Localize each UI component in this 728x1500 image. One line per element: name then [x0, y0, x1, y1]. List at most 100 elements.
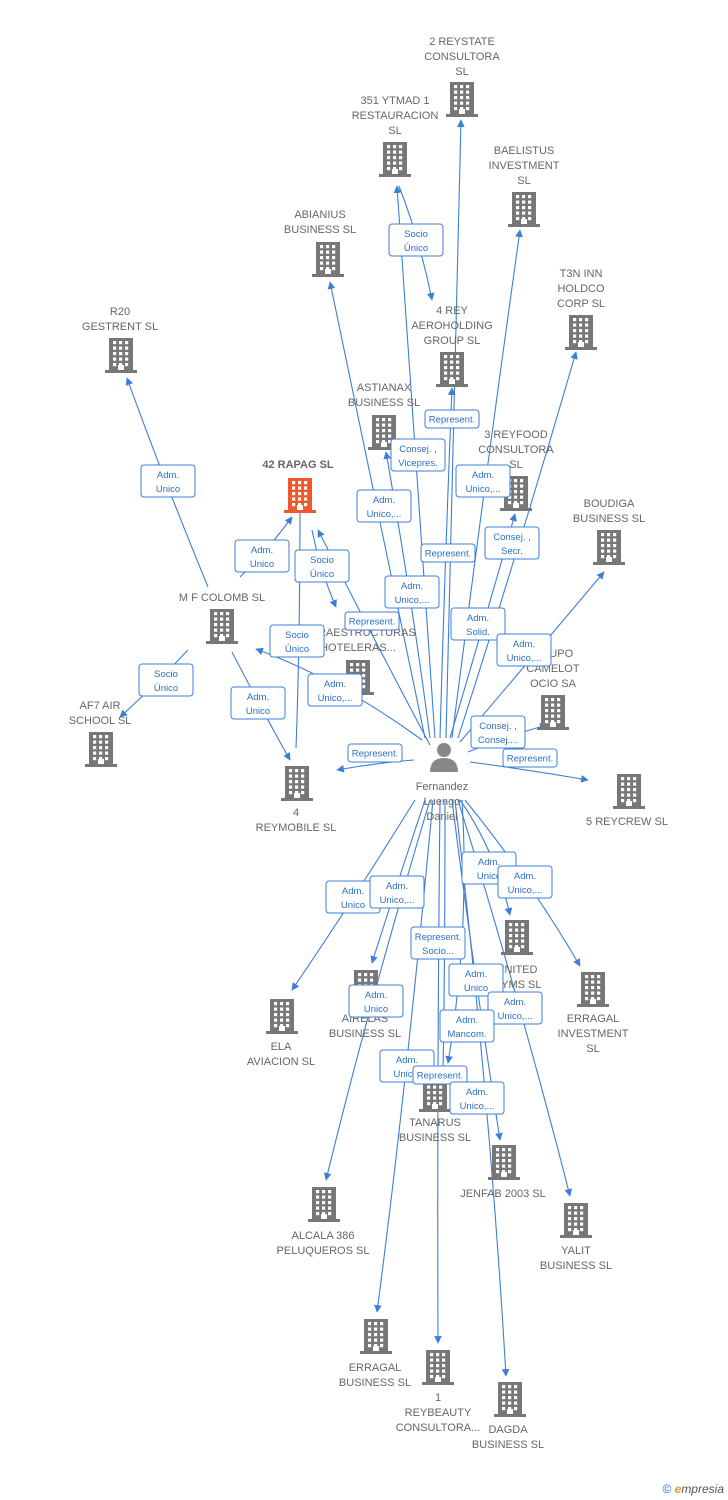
edge-label-e-reybeauty[interactable]: Adm.Mancom. — [439, 1009, 495, 1043]
company-label-line: INVESTMENT — [489, 160, 560, 172]
edge-label-e-baelistus[interactable]: Consej. ,Secr. — [484, 526, 540, 560]
company-label-rapag42[interactable]: 42 RAPAG SL — [262, 459, 334, 471]
person-icon[interactable] — [430, 743, 458, 772]
edge-label-e-boudiga[interactable]: Adm.Unico,... — [496, 633, 552, 667]
building-icon[interactable] — [565, 315, 597, 350]
building-icon[interactable] — [537, 695, 569, 730]
building-icon[interactable] — [613, 774, 645, 809]
brand-logo[interactable]: empresia — [675, 1482, 724, 1496]
building-icon[interactable] — [284, 478, 316, 513]
edge-label-e-mf-reymobile[interactable]: Adm.Unico — [230, 686, 286, 720]
company-label-line: BOUDIGA — [584, 498, 635, 510]
building-icon[interactable] — [577, 972, 609, 1007]
edge-label-text: Único — [154, 683, 178, 694]
company-label-line: ERRAGAL — [349, 1362, 402, 1374]
edge-label-e-airelas[interactable]: Adm.Unico — [348, 984, 404, 1018]
edge-label-e-rey4[interactable]: Represent. — [424, 409, 480, 429]
edge-label-text: Unico — [464, 983, 488, 994]
edge-label-e-tanarus[interactable]: Represent.Socio... — [410, 926, 466, 960]
building-icon[interactable] — [266, 999, 298, 1034]
company-label-line: OCIO SA — [530, 678, 577, 690]
edge-label-e-reyfood3[interactable]: Adm.Unico,... — [455, 464, 511, 498]
company-label-line: UNITED — [497, 964, 538, 976]
edge-label-e-yalit[interactable]: Adm.Unico,... — [487, 991, 543, 1025]
edge-label-text: Socio — [285, 630, 309, 641]
company-label-line: ASTIANAX — [357, 382, 412, 394]
building-icon[interactable] — [436, 352, 468, 387]
edge-line-e-reymobile4 — [336, 759, 415, 773]
building-icon[interactable] — [488, 1145, 520, 1180]
edge-label-text: Socio — [310, 555, 334, 566]
edge-label-e-reymobile4[interactable]: Represent. — [347, 743, 403, 763]
edge-label-e-erragalinv[interactable]: Adm.Unico,... — [497, 865, 553, 899]
edge-label-text: Adm. — [324, 679, 346, 690]
building-icon[interactable] — [508, 192, 540, 227]
building-icon[interactable] — [494, 1382, 526, 1417]
building-icon[interactable] — [501, 920, 533, 955]
edge-label-e-ytmad[interactable]: Adm. Unico,... — [384, 575, 440, 609]
edge-label-e-abianius[interactable]: Adm.Unico,... — [356, 489, 412, 523]
building-icon[interactable] — [281, 766, 313, 801]
edge-label-e-dagda[interactable]: Represent. — [412, 1065, 468, 1085]
edge-label-e-r20[interactable]: Adm.Unico — [140, 464, 196, 498]
edge-label-e-dagda2[interactable]: Adm.Unico,... — [449, 1081, 505, 1115]
building-icon[interactable] — [379, 142, 411, 177]
edge-label-e-camelot[interactable]: Consej. ,Consej.... — [470, 715, 526, 749]
building-icon[interactable] — [312, 242, 344, 277]
edge-label-e-represent2[interactable]: Represent. — [420, 543, 476, 563]
edge-label-e-mf-person[interactable]: Adm.Unico,... — [307, 673, 363, 707]
edge-label-e-astianax[interactable]: Consej. ,Vicepres. — [390, 438, 446, 472]
building-icon[interactable] — [105, 338, 137, 373]
building-icon[interactable] — [308, 1187, 340, 1222]
edge-label-e-t3n[interactable]: Adm.Solid. — [450, 607, 506, 641]
edge-label-e-jenfab[interactable]: Adm.Unico — [448, 963, 504, 997]
building-icon[interactable] — [206, 609, 238, 644]
building-icon[interactable] — [85, 732, 117, 767]
building-icon[interactable] — [446, 82, 478, 117]
edge-label-text: Unico,... — [395, 595, 430, 606]
edge-label-e-alcala[interactable]: Adm.Unico,... — [369, 875, 425, 909]
edge-label-text: Adm. — [504, 997, 526, 1008]
building-icon[interactable] — [360, 1319, 392, 1354]
company-label-mfcolomb[interactable]: M F COLOMB SL — [179, 592, 265, 604]
company-label-line: BUSINESS SL — [399, 1132, 471, 1144]
company-label-jenfab[interactable]: JENFAB 2003 SL — [460, 1188, 546, 1200]
company-label-line: BUSINESS SL — [329, 1028, 401, 1040]
edge-label-text: Único — [404, 243, 428, 254]
edge-label-text: Unic... — [394, 1069, 421, 1080]
building-icon[interactable] — [593, 530, 625, 565]
edge-label-e-reycrew5[interactable]: Represent. — [502, 748, 558, 768]
building-icon[interactable] — [560, 1203, 592, 1238]
edge-label-text: Adm. — [401, 581, 423, 592]
building-icon[interactable] — [422, 1350, 454, 1385]
edge-label-e-rapag-mf[interactable]: Adm.Unico — [234, 539, 290, 573]
company-label-reycrew5[interactable]: 5 REYCREW SL — [586, 816, 668, 828]
edge-label-e-infra[interactable]: Represent. — [344, 611, 400, 631]
